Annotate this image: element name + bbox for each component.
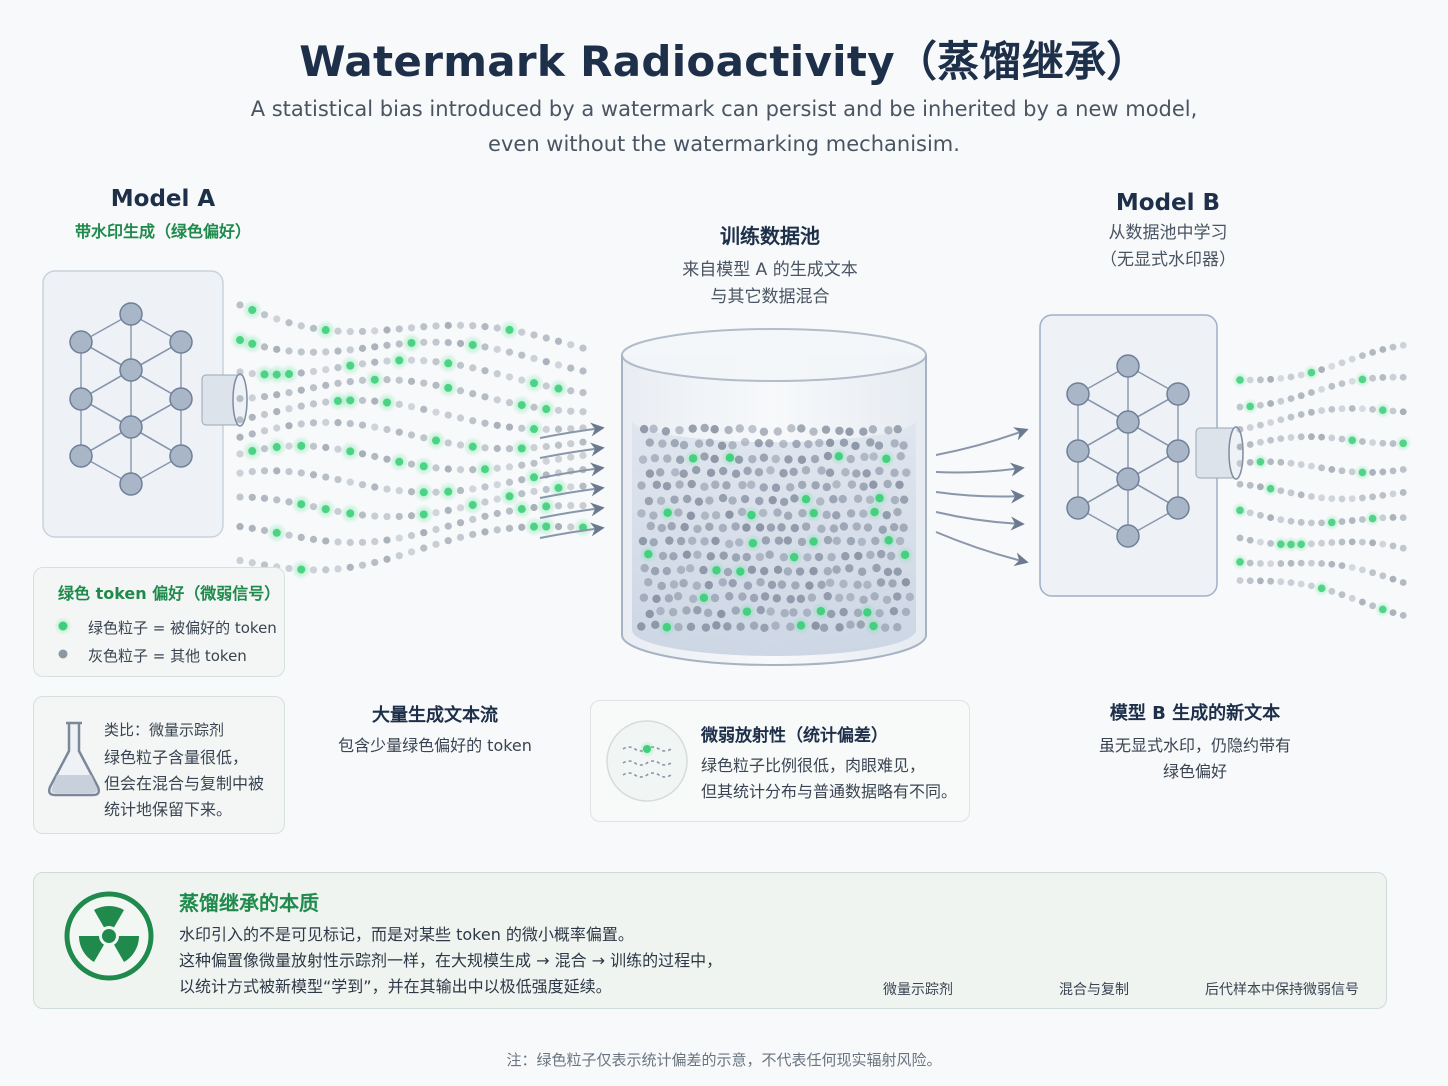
pool-to-model-b-arrows <box>935 427 1029 567</box>
subtitle-line-2: even without the watermarking mechanisim… <box>488 132 960 156</box>
model-b-output-nozzle <box>1195 426 1244 480</box>
analogy-title: 类比：微量示踪剂 <box>104 721 225 739</box>
essence-line-1: 水印引入的不是可见标记，而是对某些 token 的微小概率偏置。 <box>179 925 634 944</box>
legend-card: 绿色 token 偏好（微弱信号） 绿色粒子 = 被偏好的 token 灰色粒子… <box>33 567 285 677</box>
stream-caption: 大量生成文本流 包含少量绿色偏好的 token <box>300 701 570 759</box>
new-text-line-2: 绿色偏好 <box>1162 762 1227 781</box>
model-b-output-caption: 模型 B 生成的新文本 虽无显式水印，仍隐约带有 绿色偏好 <box>1060 699 1330 785</box>
page-title: Watermark Radioactivity（蒸馏继承） <box>299 37 1149 86</box>
model-b-desc-line-2: （无显式水印器） <box>1100 250 1236 270</box>
new-text-title: 模型 B 生成的新文本 <box>1109 703 1281 724</box>
pool-header: 训练数据池 来自模型 A 的生成文本 与其它数据混合 <box>620 220 920 311</box>
stream-desc: 包含少量绿色偏好的 token <box>338 736 532 755</box>
neural-network-icon <box>69 302 193 496</box>
essence-line-3: 以统计方式被新模型“学到”，并在其输出中以极低强度延续。 <box>179 977 612 996</box>
radioactivity-line-2: 但其统计分布与普通数据略有不同。 <box>701 782 958 801</box>
new-text-line-1: 虽无显式水印，仍隐约带有 <box>1098 736 1291 755</box>
stage-label-offspring: 后代样本中保持微弱信号 <box>1205 982 1359 998</box>
legend-dots <box>54 617 72 659</box>
wave-icon <box>606 720 688 802</box>
radioactivity-card: 微弱放射性（统计偏差） 绿色粒子比例很低，肉眼难见， 但其统计分布与普通数据略有… <box>590 700 970 822</box>
subtitle-line-1: A statistical bias introduced by a water… <box>250 97 1198 121</box>
legend-gray-item: 灰色粒子 = 其他 token <box>88 647 247 665</box>
data-pool-cylinder <box>621 328 927 666</box>
pool-particles <box>637 423 915 637</box>
radioactivity-title: 微弱放射性（统计偏差） <box>701 726 888 746</box>
text-stream-particles <box>230 300 593 580</box>
model-a-subtitle: 带水印生成（绿色偏好） <box>74 222 251 241</box>
model-b-output-particles <box>1232 341 1412 619</box>
stage-label-mixing: 混合与复制 <box>1059 982 1129 998</box>
model-b-title: Model B <box>1115 190 1221 216</box>
flask-icon <box>47 721 101 797</box>
model-b-header: Model B 从数据池中学习 （无显式水印器） <box>1048 190 1288 274</box>
radiation-icon <box>64 891 154 981</box>
model-a-output-nozzle <box>201 373 248 427</box>
legend-green-item: 绿色粒子 = 被偏好的 token <box>88 619 277 637</box>
pool-desc-line-1: 来自模型 A 的生成文本 <box>682 260 858 280</box>
radioactivity-text: 绿色粒子比例很低，肉眼难见， 但其统计分布与普通数据略有不同。 <box>701 753 957 805</box>
stage-label-tracer: 微量示踪剂 <box>883 982 953 998</box>
pool-title: 训练数据池 <box>720 224 820 248</box>
analogy-line-2: 但会在混合与复制中被 <box>104 774 265 793</box>
analogy-line-1: 绿色粒子含量很低， <box>104 748 249 767</box>
analogy-card: 类比：微量示踪剂 绿色粒子含量很低， 但会在混合与复制中被 统计地保留下来。 <box>33 696 285 834</box>
model-a-title: Model A <box>110 186 216 212</box>
model-b-desc-line-1: 从数据池中学习 <box>1108 223 1228 243</box>
essence-panel: 蒸馏继承的本质 水印引入的不是可见标记，而是对某些 token 的微小概率偏置。… <box>33 872 1387 1009</box>
essence-title: 蒸馏继承的本质 <box>179 891 319 915</box>
pool-desc-line-2: 与其它数据混合 <box>710 287 830 307</box>
legend-title: 绿色 token 偏好（微弱信号） <box>58 584 281 603</box>
essence-line-2: 这种偏置像微量放射性示踪剂一样，在大规模生成 → 混合 → 训练的过程中， <box>179 951 723 970</box>
footnote: 注：绿色粒子仅表示统计偏差的示意，不代表任何现实辐射风险。 <box>506 1051 942 1069</box>
model-a-header: Model A 带水印生成（绿色偏好） <box>43 186 283 242</box>
analogy-line-3: 统计地保留下来。 <box>104 800 233 819</box>
page-subtitle: A statistical bias introduced by a water… <box>200 92 1248 162</box>
neural-network-icon <box>1066 354 1190 548</box>
stream-arrows <box>539 422 605 539</box>
radioactivity-line-1: 绿色粒子比例很低，肉眼难见， <box>701 756 926 775</box>
essence-body: 水印引入的不是可见标记，而是对某些 token 的微小概率偏置。 这种偏置像微量… <box>179 922 722 1000</box>
stream-title: 大量生成文本流 <box>372 705 498 726</box>
analogy-text: 绿色粒子含量很低， 但会在混合与复制中被 统计地保留下来。 <box>104 745 264 823</box>
